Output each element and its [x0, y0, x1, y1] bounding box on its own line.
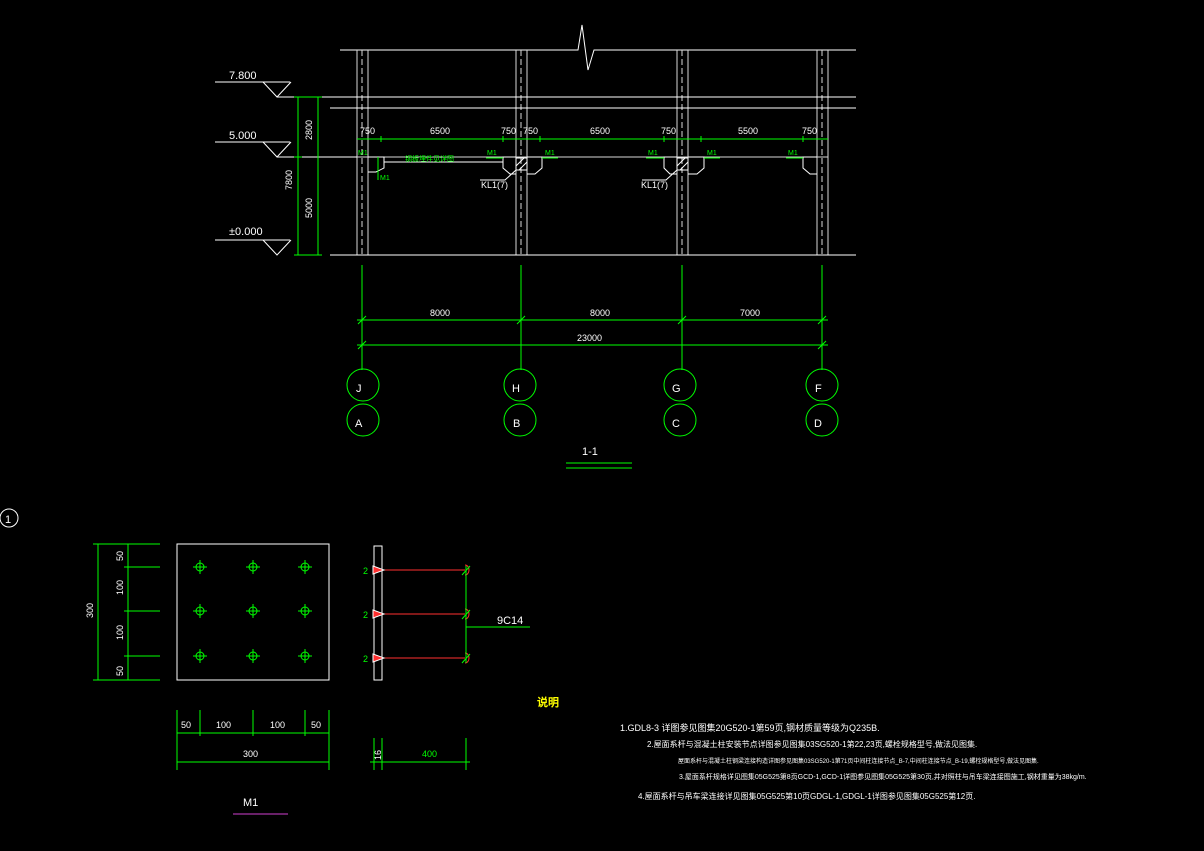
axis-label-a: A: [355, 418, 363, 430]
thickness-dim: 16: [373, 750, 383, 760]
plate-vertical-dims: 300 50 100 100 50: [85, 543, 160, 681]
notes-heading: 说明: [537, 697, 559, 709]
svg-text:2: 2: [363, 566, 368, 576]
plate-tag-m1: M1: [358, 150, 368, 157]
plate-dim-h1: 50: [181, 720, 191, 730]
plate-dim-h2: 100: [216, 720, 231, 730]
span-dim-1: 8000: [430, 308, 450, 318]
dim-7800: 7800: [284, 170, 294, 190]
plate-dim-h4: 50: [311, 720, 321, 730]
dim-top-1: 750: [360, 126, 375, 136]
plate-dim-v3: 100: [115, 625, 125, 640]
elevation-7800: 7.800: [229, 70, 257, 82]
dim-5000: 5000: [304, 198, 314, 218]
plate-dim-v1: 50: [115, 551, 125, 561]
beam-label-kl1: KL1(7): [481, 180, 508, 190]
plate-tag-m1: M1: [380, 175, 390, 182]
axis-label-d: D: [814, 418, 822, 430]
detail-marker-number: 1: [5, 514, 11, 526]
plate-note: 钢板埋件见详图: [405, 154, 454, 163]
dim-top-7: 5500: [738, 126, 758, 136]
axis-label-j: J: [356, 383, 362, 395]
note-line-1: 1.GDL8-3 详图参见图集20G520-1第59页,钢材质量等级为Q235B…: [620, 723, 880, 733]
svg-text:2: 2: [363, 610, 368, 620]
total-dim: 23000: [577, 333, 602, 343]
axis-label-f: F: [815, 383, 822, 395]
span-dim-2: 8000: [590, 308, 610, 318]
dim-top-3: 750: [501, 126, 516, 136]
axis-extension-lines: [361, 265, 823, 370]
dim-top-6: 750: [661, 126, 676, 136]
dim-2800: 2800: [304, 120, 314, 140]
beam-label-kl1: KL1(7): [641, 180, 668, 190]
plate-tag-m1: M1: [545, 150, 555, 157]
plate-dim-total: 300: [243, 749, 258, 759]
plate-outline: [176, 543, 330, 681]
section-1-1: 7.800 5.000 ±0.000 2800 5000 7800: [215, 24, 856, 469]
note-line-5: 4.屋面系杆与吊车梁连接详见图集05G525第10页GDGL-1,GDGL-1详…: [638, 792, 976, 801]
dim-top-8: 750: [802, 126, 817, 136]
axis-label-c: C: [672, 418, 680, 430]
plate-tag-m1: M1: [648, 150, 658, 157]
note-line-4: 3.屋面系杆规格详见图集05G525第8页GCD-1,GCD-1详图参见图集05…: [679, 774, 1087, 781]
dim-top-5: 6500: [590, 126, 610, 136]
span-dimensions: 8000 8000 7000 23000: [357, 308, 828, 350]
plate-horizontal-dims: 50 100 100 50 300: [176, 710, 330, 770]
detail-m1: 1 300 50 100 100 50: [0, 508, 530, 815]
plate-name: M1: [243, 797, 258, 809]
axis-bubbles: J H G F A B C D: [346, 368, 839, 437]
vertical-dimensions: 2800 5000 7800: [284, 96, 322, 256]
axis-label-h: H: [512, 383, 520, 395]
side-view-dims: 16 400: [370, 738, 470, 770]
columns: [356, 50, 829, 255]
bar-label: 9C14: [497, 615, 523, 627]
section-title: 1-1: [582, 446, 598, 458]
axis-label-b: B: [513, 418, 520, 430]
elevation-0000: ±0.000: [229, 226, 263, 238]
beam-labels: KL1(7) KL1(7): [480, 169, 678, 190]
anchor-holes: [193, 560, 312, 663]
plate-dim-h3: 100: [270, 720, 285, 730]
dim-top-4: 750: [523, 126, 538, 136]
plate-dim-300: 300: [85, 603, 95, 618]
anchor-length-dim: 400: [422, 749, 437, 759]
plate-side-view: 9C14 2 2 2: [363, 545, 530, 681]
top-break-line: [340, 24, 856, 71]
dim-top-2: 6500: [430, 126, 450, 136]
note-line-3: 屋面系杆与混凝土柱钢梁连接构造详图参见图集03SG520-1第71页中间柱连接节…: [678, 759, 1039, 765]
span-dim-3: 7000: [740, 308, 760, 318]
corbels: [368, 156, 817, 175]
detail-marker: [0, 508, 19, 528]
plate-tag-m1: M1: [707, 150, 717, 157]
plate-tag-m1: M1: [788, 150, 798, 157]
plate-tags: M1 M1 M1 M1 M1 M1 M1 钢板埋件见详图: [358, 150, 803, 182]
svg-text:2: 2: [363, 654, 368, 664]
elevation-markers: 7.800 5.000 ±0.000: [215, 70, 357, 256]
plate-dim-v2: 100: [115, 580, 125, 595]
axis-label-g: G: [672, 383, 681, 395]
top-dimensions: 750 6500 750 750 6500 750 5500 750: [357, 126, 828, 142]
plate-dim-v4: 50: [115, 666, 125, 676]
plate-tag-m1: M1: [487, 150, 497, 157]
elevation-5000: 5.000: [229, 130, 257, 142]
note-line-2: 2.屋面系杆与混凝土柱安装节点详图参见图集03SG520-1第22,23页,螺栓…: [647, 740, 978, 749]
